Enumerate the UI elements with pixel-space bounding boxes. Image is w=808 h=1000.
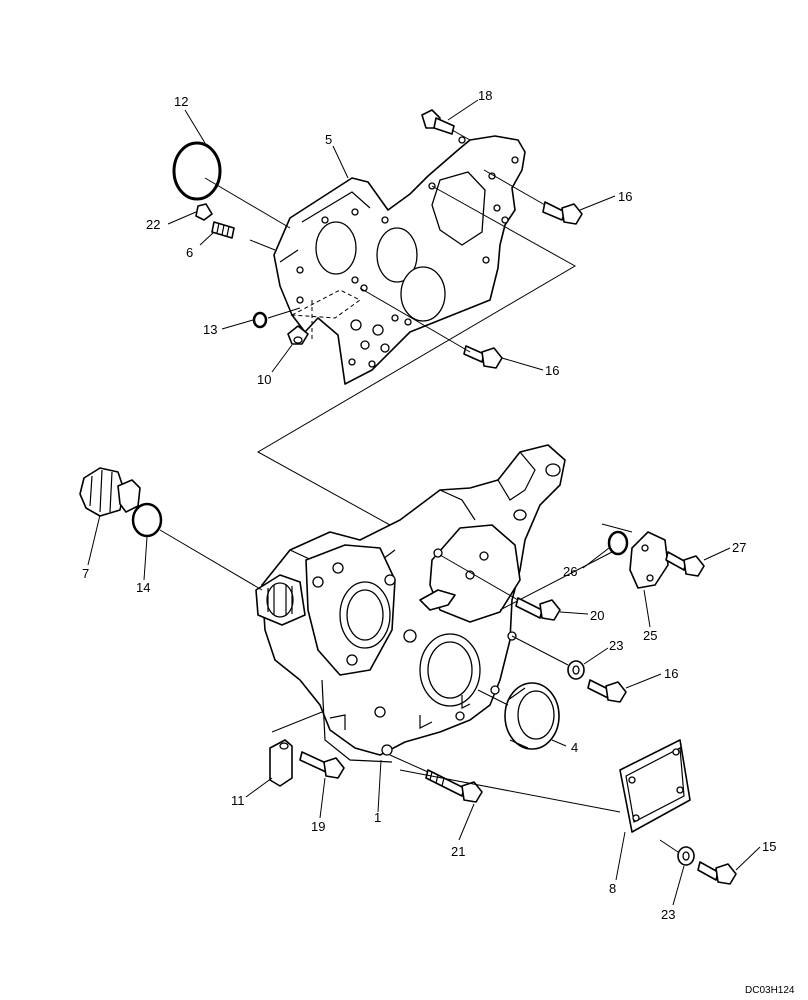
callout-1: 1 (374, 810, 381, 825)
bolt-part-16-upper (542, 201, 583, 225)
callout-16: 16 (664, 666, 678, 681)
callout-14: 14 (136, 580, 150, 595)
o-ring-part-26 (607, 530, 629, 556)
stud-part-6 (211, 221, 235, 239)
callout-12: 12 (174, 94, 188, 109)
bolt-part-18 (421, 109, 455, 135)
cover-plate-part-25 (629, 531, 669, 589)
callout-23: 23 (609, 638, 623, 653)
callout-27: 27 (732, 540, 746, 555)
bolt-part-16-middle (463, 345, 503, 369)
callout-5: 5 (325, 132, 332, 147)
callout-13: 13 (203, 322, 217, 337)
callout-8: 8 (609, 881, 616, 896)
callout-15: 15 (762, 839, 776, 854)
callout-7: 7 (82, 566, 89, 581)
callout-labels: 12 18 5 16 22 6 13 10 16 7 14 26 27 25 2… (82, 88, 776, 922)
filler-cap-part-7 (79, 467, 141, 517)
bolt-part-15 (697, 861, 737, 885)
cover-plate-part-8 (619, 739, 691, 833)
o-ring-part-14 (131, 502, 163, 538)
callout-16: 16 (545, 363, 559, 378)
rear-plate-part-5 (273, 135, 526, 385)
callout-11: 11 (231, 793, 245, 808)
bolt-part-16-lower (587, 679, 627, 703)
bolt-part-19 (299, 751, 345, 779)
dowel-part-10 (287, 325, 309, 345)
timing-cover-part-1 (255, 444, 566, 763)
callout-18: 18 (478, 88, 492, 103)
callout-4: 4 (571, 740, 578, 755)
o-ring-part-12 (172, 141, 222, 201)
bolt-part-27 (665, 551, 705, 577)
callout-16: 16 (618, 189, 632, 204)
callout-19: 19 (311, 819, 325, 834)
callout-21: 21 (451, 844, 465, 859)
bolt-part-21 (425, 769, 483, 803)
callout-10: 10 (257, 372, 271, 387)
oil-seal-part-4 (504, 682, 560, 750)
o-ring-part-13 (252, 311, 268, 329)
callout-25: 25 (643, 628, 657, 643)
bolt-part-20 (515, 597, 561, 621)
callout-20: 20 (590, 608, 604, 623)
callout-22: 22 (146, 217, 160, 232)
callout-leaders (87, 99, 761, 906)
callout-23: 23 (661, 907, 675, 922)
drawing-code: DC03H124 (745, 985, 795, 996)
callout-6: 6 (186, 245, 193, 260)
callout-26: 26 (563, 564, 577, 579)
clip-part-11 (269, 739, 293, 787)
nut-part-22 (195, 203, 213, 221)
